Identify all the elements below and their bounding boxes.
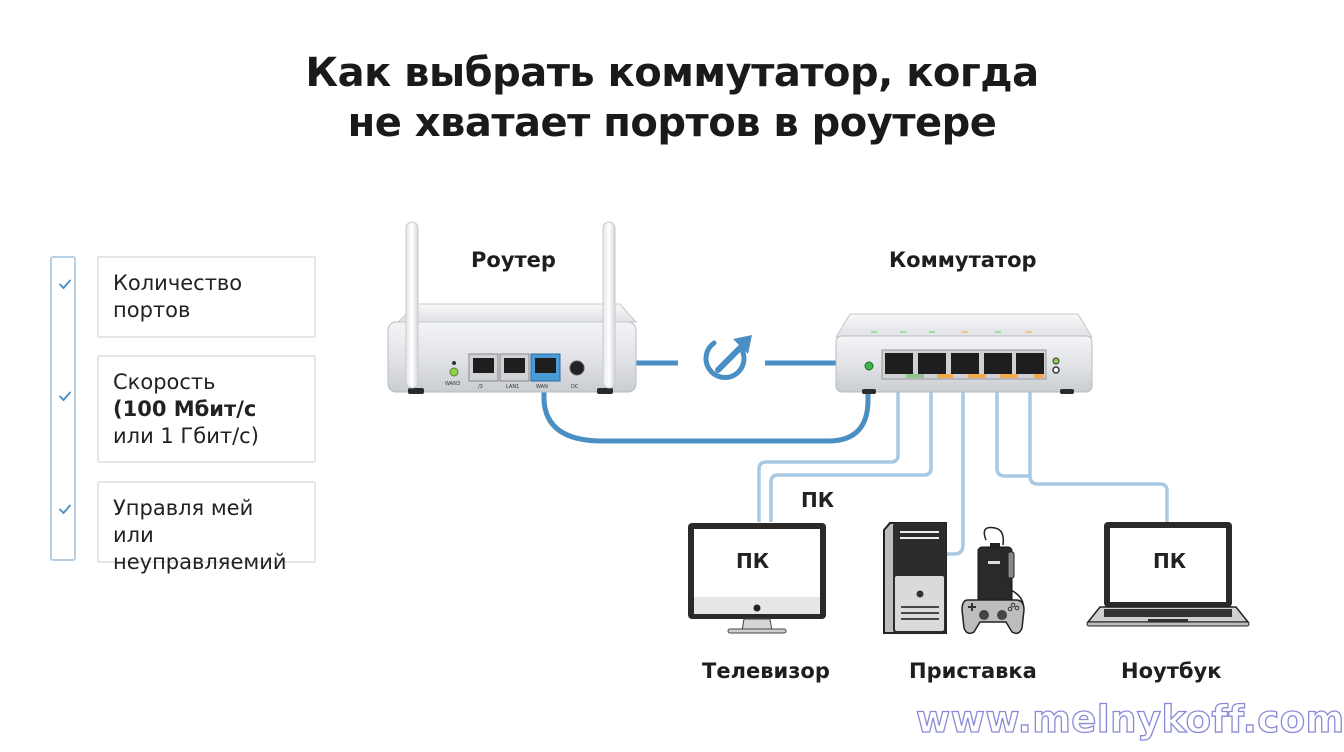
router: WAN3/3 LAN1 WAN DC [387,221,638,394]
checklist-text: Управля мей или [113,496,254,547]
antenna-left [405,221,419,389]
external-link-arrow-icon [703,335,752,380]
tv-label: Телевизор [702,659,830,683]
switch-label: Коммутатор [889,248,1037,272]
floating-pc-label: ПК [801,488,835,512]
checklist-text: (100 Мбит/с [113,397,257,421]
cable-port-2 [769,388,933,522]
antenna-right [602,221,616,389]
switch [835,313,1093,394]
svg-text:WAN: WAN [536,384,548,390]
laptop-screen-text: ПК [1153,549,1187,573]
checklist-item-managed: Управля мей или неуправляемий [97,481,316,574]
switch-power-led [864,361,874,371]
uplink-cable [541,365,871,444]
switch-status-leds [871,331,1032,333]
checkmark-icon [58,388,72,402]
router-label: Роутер [471,248,556,272]
checklist-text: портов [113,298,191,322]
svg-text:DC: DC [571,384,579,390]
checkmark-icon [58,501,72,515]
svg-text:LAN1: LAN1 [506,384,519,390]
laptop-icon [1086,522,1250,627]
gamepad-icon [961,599,1025,635]
watermark-link[interactable]: www.melnykoff.com [915,697,1344,741]
checklist-text: Скорость [113,370,216,394]
cable-port-3 [946,388,965,556]
checklist-text: Количество [113,271,243,295]
checklist-rail [50,256,76,561]
switch-to-devices-cables [757,388,1169,556]
checklist-text: неуправляемий [113,550,287,574]
checklist-text: или 1 Гбит/с) [113,424,259,448]
desktop-tower-icon [883,522,947,634]
page-title: Как выбрать коммутатор, когда не хватает… [0,48,1344,148]
title-line-2: не хватает портов в роутере [347,100,997,146]
console-label: Приставка [909,659,1037,683]
game-console-icon [977,526,1025,621]
checklist-item-ports: Количество портов [97,256,316,338]
laptop-label: Ноутбук [1121,659,1222,683]
checklist-item-speed: Скорость (100 Мбит/с или 1 Гбит/с) [97,355,316,463]
router-power-jack [569,360,585,376]
cable-port-4 [995,388,1030,478]
cable-port-1 [757,388,900,522]
monitor-screen-text: ПК [736,549,770,573]
router-power-led [449,367,459,377]
svg-text:WAN3: WAN3 [445,381,460,387]
title-line-1: Как выбрать коммутатор, когда [305,50,1039,96]
checkmark-icon [58,276,72,290]
monitor-icon [688,523,826,634]
svg-text:/3: /3 [478,384,483,390]
cable-port-5 [1028,388,1169,522]
